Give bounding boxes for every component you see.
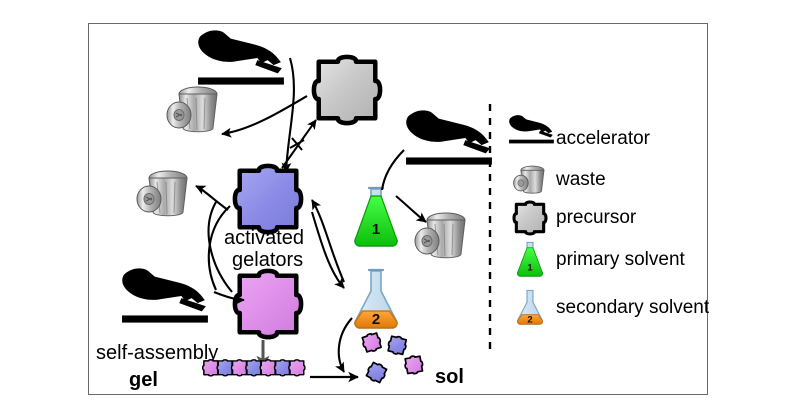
figure-frame xyxy=(88,23,708,395)
gel-puzzle-chain xyxy=(202,359,311,390)
self-assembly-label: self-assembly xyxy=(96,342,219,364)
legend-label-accelerator: accelerator xyxy=(556,128,650,149)
legend-accelerator-icon xyxy=(508,112,556,146)
sol-label: sol xyxy=(435,366,464,388)
primary-solvent-flask: 1 xyxy=(349,186,403,248)
legend-label-secondary-solvent: secondary solvent xyxy=(556,297,710,318)
flask-number-1: 1 xyxy=(372,221,380,238)
legend-waste-icon xyxy=(512,163,548,197)
waste-icon-top xyxy=(165,82,223,138)
waste-icon-left xyxy=(135,166,193,222)
waste-icon-right xyxy=(413,208,471,264)
secondary-solvent-flask: 2 xyxy=(349,268,403,330)
center-label-line1: activated xyxy=(224,227,305,249)
legend-primary-solvent-icon: 1 xyxy=(514,240,546,278)
sol-puzzle-cluster xyxy=(358,330,434,393)
legend-flask-number-2: 2 xyxy=(527,314,532,325)
legend-label-precursor: precursor xyxy=(556,207,637,228)
center-label-line2: gelators xyxy=(232,249,304,271)
legend-precursor-icon xyxy=(512,200,548,236)
gel-label: gel xyxy=(129,369,158,391)
legend-label-primary-solvent: primary solvent xyxy=(556,249,685,270)
flask-number-2: 2 xyxy=(372,311,380,328)
legend-flask-number-1: 1 xyxy=(527,262,532,273)
legend-secondary-solvent-icon: 2 xyxy=(514,288,546,326)
legend-label-waste: waste xyxy=(556,169,606,190)
legend-divider xyxy=(488,104,492,352)
